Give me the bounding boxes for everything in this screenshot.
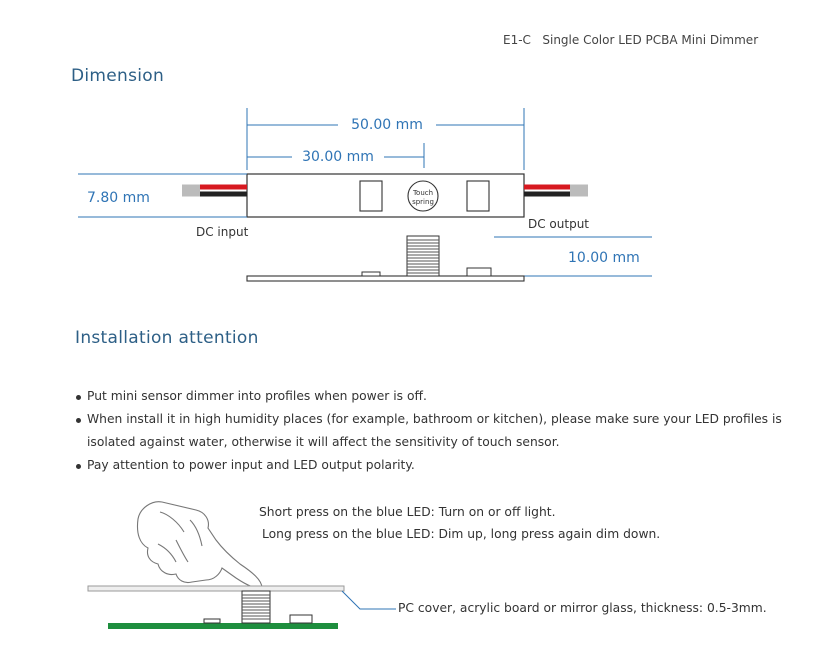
board-height-label: 10.00 mm xyxy=(568,250,640,266)
cover-callout-line xyxy=(341,590,396,610)
touch-spring-side xyxy=(406,235,440,277)
installation-section-title: Installation attention xyxy=(75,328,259,348)
dimension-lines xyxy=(78,108,652,277)
finger-touch-illustration xyxy=(136,501,263,590)
bullet-item: Pay attention to power input and LED out… xyxy=(76,454,796,477)
bullet-item: When install it in high humidity places … xyxy=(76,408,796,454)
led-pad-right xyxy=(466,180,490,212)
installation-led-left xyxy=(203,618,221,624)
dimension-section-title: Dimension xyxy=(71,66,165,86)
installation-bullet-list: Put mini sensor dimmer into profiles whe… xyxy=(76,385,796,477)
dc-output-label: DC output xyxy=(528,217,589,231)
pcb-board-green xyxy=(108,623,338,629)
total-length-label: 50.00 mm xyxy=(351,117,423,133)
touch-offset-label: 30.00 mm xyxy=(302,149,374,165)
touch-spring-label-1: Touch xyxy=(412,189,433,197)
bullet-item: Put mini sensor dimmer into profiles whe… xyxy=(76,385,796,408)
dc-input-wires xyxy=(182,184,247,197)
cover-thickness-note: PC cover, acrylic board or mirror glass,… xyxy=(398,601,767,615)
touch-spring-label-2: spring xyxy=(412,198,434,206)
led-pad-left xyxy=(359,180,383,212)
bullet-text-continued: isolated against water, otherwise it wil… xyxy=(87,435,560,449)
bullet-text: Put mini sensor dimmer into profiles whe… xyxy=(87,389,427,403)
side-led-right xyxy=(466,267,492,277)
module-board-side-view xyxy=(246,275,525,282)
bullet-text: When install it in high humidity places … xyxy=(87,412,782,426)
dc-input-label: DC input xyxy=(196,225,249,239)
side-led-left xyxy=(361,271,381,277)
installation-touch-spring xyxy=(241,590,271,624)
document-header-title: E1-C Single Color LED PCBA Mini Dimmer xyxy=(503,33,759,47)
short-press-note: Short press on the blue LED: Turn on or … xyxy=(259,505,556,519)
touch-spring-circle xyxy=(407,180,439,212)
bullet-text: Pay attention to power input and LED out… xyxy=(87,458,415,472)
installation-led-right xyxy=(289,614,313,624)
pc-cover-board xyxy=(87,585,345,592)
height-label: 7.80 mm xyxy=(87,190,150,206)
long-press-note: Long press on the blue LED: Dim up, long… xyxy=(262,527,661,541)
dc-output-wires xyxy=(524,184,588,197)
